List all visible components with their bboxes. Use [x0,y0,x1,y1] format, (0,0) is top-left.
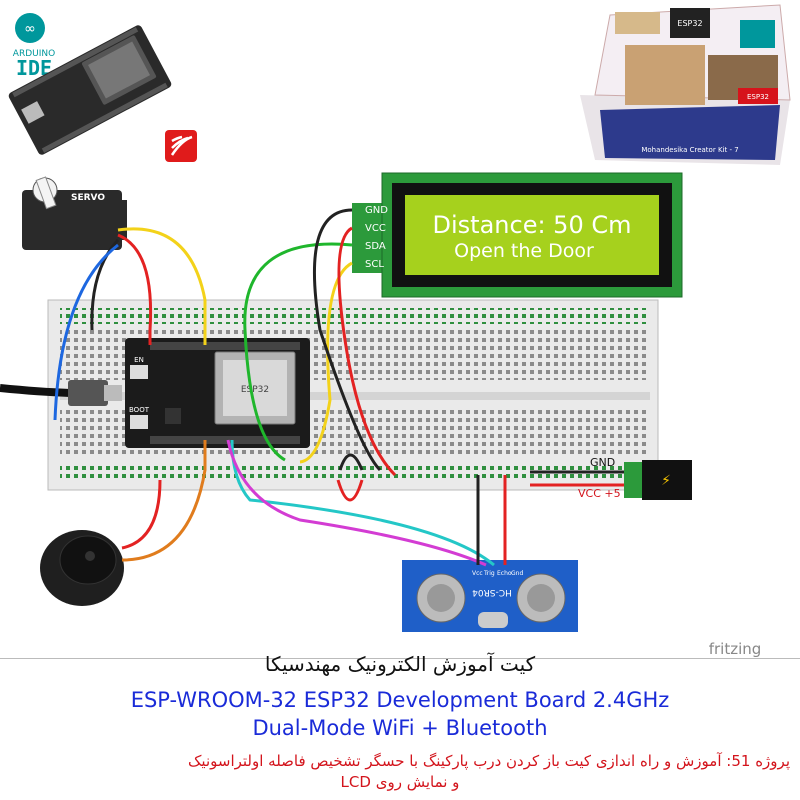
power-jack: ⚡ GND VCC +5 [578,456,692,500]
divider [0,658,800,659]
arduino-ide-logo: ∞ ARDUINO IDE [13,13,55,80]
wire-sensor-magenta [226,439,487,567]
sensor-pin-echo: Echo [497,570,512,577]
wire-lcd-black [313,208,382,472]
sensor-pin-vcc: Vcc [472,570,483,577]
esp32-board-photo [8,25,172,155]
svg-text:ESP32: ESP32 [747,93,769,101]
board-title-line-2: Dual-Mode WiFi + Bluetooth [252,716,548,740]
espressif-logo [165,130,197,162]
wire-buzzer-red [121,479,162,550]
lcd-pin-vcc: VCC [365,223,386,234]
sensor-pin-trig: Trig [483,570,495,577]
svg-text:ESP32: ESP32 [677,19,702,28]
wire-buzzer-orange [121,440,207,562]
wire-servo-red [117,233,153,345]
svg-text:Mohandesika Creator Kit - 7: Mohandesika Creator Kit - 7 [641,146,738,154]
wire-servo-yellow [117,227,207,345]
lcd-line-1: Distance: 50 Cm [433,211,632,239]
board-title-line-1: ESP-WROOM-32 ESP32 Development Board 2.4… [130,688,670,712]
lcd-pin-gnd: GND [365,205,388,216]
circuit-diagram: ∞ ARDUINO IDE ESP32 ESP32 Mohandesika Cr… [0,4,791,658]
lcd-pin-scl: SCL [365,259,384,270]
usb-cable [0,380,122,406]
svg-text:⚡: ⚡ [661,473,671,489]
buzzer [40,530,124,606]
svg-text:SERVO: SERVO [71,193,105,203]
lcd-line-2: Open the Door [454,240,594,262]
svg-text:ESP32: ESP32 [241,385,269,395]
project-title-line-2: و نمایش روی LCD [340,773,460,791]
svg-text:EN: EN [134,356,144,364]
lcd-pin-sda: SDA [365,241,386,252]
wire-servo-black [90,238,120,331]
ultrasonic-sensor: HC-SR04 Vcc Trig Echo Gnd [402,560,578,632]
svg-text:BOOT: BOOT [129,406,150,414]
wires [53,208,624,567]
wire-sensor-cyan [230,439,495,567]
wire-bridge-red [336,479,364,502]
power-vcc-label: VCC +5 [578,487,621,500]
lcd-display: Distance: 50 Cm Open the Door GND VCC SD… [352,172,683,298]
sensor-model-label: HC-SR04 [472,587,512,597]
power-gnd-label: GND [590,456,615,469]
sensor-pin-gnd: Gnd [511,570,523,577]
product-box: ESP32 ESP32 Mohandesika Creator Kit - 7 [580,4,791,165]
svg-text:∞: ∞ [24,21,36,37]
svg-text:ARDUINO: ARDUINO [13,49,55,59]
wire-servo-blue [53,243,119,421]
servo-motor: SERVO [22,176,127,250]
fritzing-watermark: fritzing [709,640,762,658]
project-title-line-1: پروژه 51: آموزش و راه اندازی کیت باز کرد… [188,752,790,770]
wire-lcd-green [243,242,353,462]
breadboard [47,299,659,491]
lcd-backlight [405,195,659,275]
persian-kit-title: کیت آموزش الکترونیک مهندسیکا [264,652,536,676]
wire-lcd-red [337,226,397,477]
wire-bridge-black [338,453,364,471]
esp32-dev-board: ESP32 EN BOOT [125,338,310,448]
